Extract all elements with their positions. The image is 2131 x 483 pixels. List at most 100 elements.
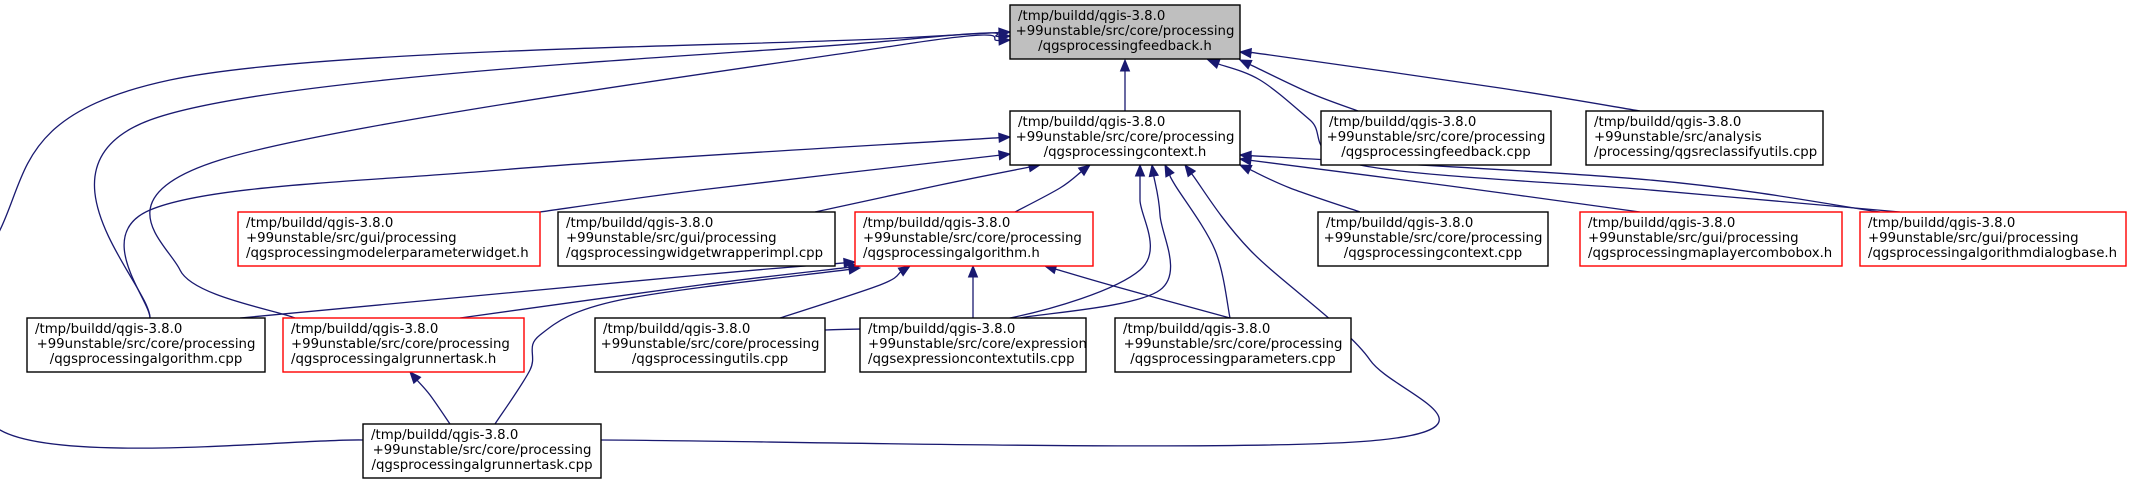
node-label-line: /qgsprocessingmaplayercombobox.h [1588, 246, 1832, 261]
arrowhead-icon [847, 264, 862, 275]
edge-line [0, 31, 1000, 449]
node-feedback_cpp[interactable]: /tmp/buildd/qgis-3.8.0+99unstable/src/co… [1320, 110, 1552, 166]
node-label-line: /qgsprocessingfeedback.cpp [1341, 145, 1530, 160]
node-label-line: /qgsprocessingalgrunnertask.h [291, 352, 496, 367]
node-label-line: /qgsprocessingwidgetwrapperimpl.cpp [566, 246, 823, 261]
node-exprcontextutils_cpp[interactable]: /tmp/buildd/qgis-3.8.0+99unstable/src/co… [859, 317, 1087, 373]
node-label-line: +99unstable/src/analysis [1594, 130, 1762, 145]
node-box[interactable] [362, 423, 602, 479]
edge-line [93, 32, 1000, 319]
node-parameters_cpp[interactable]: /tmp/buildd/qgis-3.8.0+99unstable/src/co… [1114, 317, 1352, 373]
arrowhead-icon [967, 264, 979, 278]
node-label-line: /processing/qgsreclassifyutils.cpp [1594, 145, 1817, 160]
edge-widgetwrapper_cpp-to-context_h [814, 162, 1042, 213]
edge-line [1250, 159, 1641, 213]
node-label-line: +99unstable/src/gui/processing [1868, 231, 2079, 246]
arrowhead-icon [1119, 58, 1131, 72]
node-label-line: /tmp/buildd/qgis-3.8.0 [566, 216, 713, 231]
arrowhead-icon [1164, 163, 1175, 178]
arrowhead-icon [1206, 59, 1221, 69]
node-label-line: +99unstable/src/core/processing [601, 337, 820, 352]
edge-line [1055, 268, 1231, 319]
edge-algrunnertask_cpp-to-feedback_h [0, 27, 1012, 449]
node-context_cpp[interactable]: /tmp/buildd/qgis-3.8.0+99unstable/src/co… [1317, 211, 1549, 267]
edge-parameters_cpp-to-algorithm_h [1043, 264, 1231, 319]
edge-line [1249, 169, 1361, 213]
edge-parameters_cpp-to-context_h [1164, 163, 1231, 319]
arrowhead-icon [998, 150, 1012, 161]
node-box[interactable] [594, 317, 826, 373]
node-box[interactable] [1585, 110, 1824, 166]
node-context_h[interactable]: /tmp/buildd/qgis-3.8.0+99unstable/src/co… [1009, 110, 1241, 166]
edge-line [1019, 175, 1172, 319]
node-box[interactable] [1114, 317, 1352, 373]
arrowhead-icon [897, 265, 912, 277]
node-utils_cpp[interactable]: /tmp/buildd/qgis-3.8.0+99unstable/src/co… [594, 317, 826, 373]
node-label-line: +99unstable/src/core/processing [291, 337, 510, 352]
node-algrunnertask_cpp[interactable]: /tmp/buildd/qgis-3.8.0+99unstable/src/co… [362, 423, 602, 479]
node-maplayercombo_h[interactable]: /tmp/buildd/qgis-3.8.0+99unstable/src/gu… [1579, 211, 1843, 267]
node-label-line: /qgsprocessingparameters.cpp [1130, 352, 1336, 367]
edge-algorithm_cpp-to-context_h [123, 132, 1012, 319]
node-label-line: /qgsprocessingcontext.cpp [1344, 246, 1522, 261]
node-label-line: /tmp/buildd/qgis-3.8.0 [246, 216, 393, 231]
node-algrunnertask_h[interactable]: /tmp/buildd/qgis-3.8.0+99unstable/src/co… [282, 317, 525, 373]
edge-line [1247, 62, 1359, 112]
node-label-line: /qgsprocessingfeedback.h [1038, 39, 1212, 54]
edge-line [459, 266, 850, 319]
node-label-line: +99unstable/src/core/expression [868, 337, 1087, 352]
edge-exprcontextutils_cpp-to-algorithm_h [967, 264, 979, 318]
node-box[interactable] [26, 317, 266, 373]
edges-layer [0, 27, 1901, 449]
node-label-line: /tmp/buildd/qgis-3.8.0 [35, 322, 182, 337]
edge-line [149, 34, 1000, 319]
node-algorithm_h[interactable]: /tmp/buildd/qgis-3.8.0+99unstable/src/co… [854, 211, 1094, 267]
node-label-line: +99unstable/src/core/processing [1124, 337, 1343, 352]
node-box[interactable] [859, 317, 1087, 373]
arrowhead-icon [1148, 163, 1160, 178]
edge-context_h-to-feedback_h [1119, 58, 1131, 111]
edge-modeler_param_h-to-context_h [539, 150, 1012, 213]
node-box[interactable] [1320, 110, 1552, 166]
node-label-line: +99unstable/src/gui/processing [1588, 231, 1799, 246]
node-algorithm_cpp[interactable]: /tmp/buildd/qgis-3.8.0+99unstable/src/co… [26, 317, 266, 373]
edge-feedback_cpp-to-feedback_h [1238, 59, 1359, 112]
node-algdialogbase_h[interactable]: /tmp/buildd/qgis-3.8.0+99unstable/src/gu… [1859, 211, 2127, 267]
node-label-line: /tmp/buildd/qgis-3.8.0 [1868, 216, 2015, 231]
edge-algrunnertask_h-to-algorithm_h [459, 262, 862, 319]
edge-algorithm_cpp-to-algorithm_h [239, 257, 857, 319]
node-box[interactable] [1859, 211, 2127, 267]
node-widgetwrapper_cpp[interactable]: /tmp/buildd/qgis-3.8.0+99unstable/src/gu… [557, 211, 836, 267]
node-label-line: /qgsprocessingalgorithm.cpp [50, 352, 243, 367]
edge-line [1169, 174, 1231, 319]
edge-algrunnertask_h-to-feedback_h [149, 34, 1012, 319]
node-box[interactable] [1579, 211, 1843, 267]
arrowhead-icon [998, 132, 1012, 143]
edge-line [539, 154, 1000, 213]
node-label-line: +99unstable/src/core/processing [1016, 130, 1235, 145]
edge-algorithm_cpp-to-feedback_h [93, 31, 1012, 319]
edge-line [1218, 63, 1901, 213]
node-box[interactable] [1009, 4, 1241, 60]
node-box[interactable] [237, 211, 541, 267]
node-label-line: /tmp/buildd/qgis-3.8.0 [1123, 322, 1270, 337]
node-box[interactable] [1317, 211, 1549, 267]
node-feedback_h[interactable]: /tmp/buildd/qgis-3.8.0+99unstable/src/co… [1009, 4, 1241, 60]
node-label-line: /tmp/buildd/qgis-3.8.0 [1329, 115, 1476, 130]
node-box[interactable] [1009, 110, 1241, 166]
node-label-line: /tmp/buildd/qgis-3.8.0 [868, 322, 1015, 337]
node-label-line: /qgsprocessingutils.cpp [632, 352, 788, 367]
edge-exprcontextutils_cpp-to-context_h [1019, 163, 1172, 319]
node-label-line: +99unstable/src/core/processing [37, 337, 256, 352]
arrowhead-icon [1238, 47, 1252, 59]
edge-line [416, 379, 451, 425]
node-box[interactable] [557, 211, 836, 267]
edge-line [814, 166, 1030, 213]
node-label-line: /tmp/buildd/qgis-3.8.0 [1018, 115, 1165, 130]
node-modeler_param_h[interactable]: /tmp/buildd/qgis-3.8.0+99unstable/src/gu… [237, 211, 541, 267]
node-reclassify_cpp[interactable]: /tmp/buildd/qgis-3.8.0+99unstable/src/an… [1585, 110, 1824, 166]
node-box[interactable] [854, 211, 1094, 267]
node-box[interactable] [282, 317, 525, 373]
node-label-line: /qgsprocessingalgorithmdialogbase.h [1868, 246, 2117, 261]
